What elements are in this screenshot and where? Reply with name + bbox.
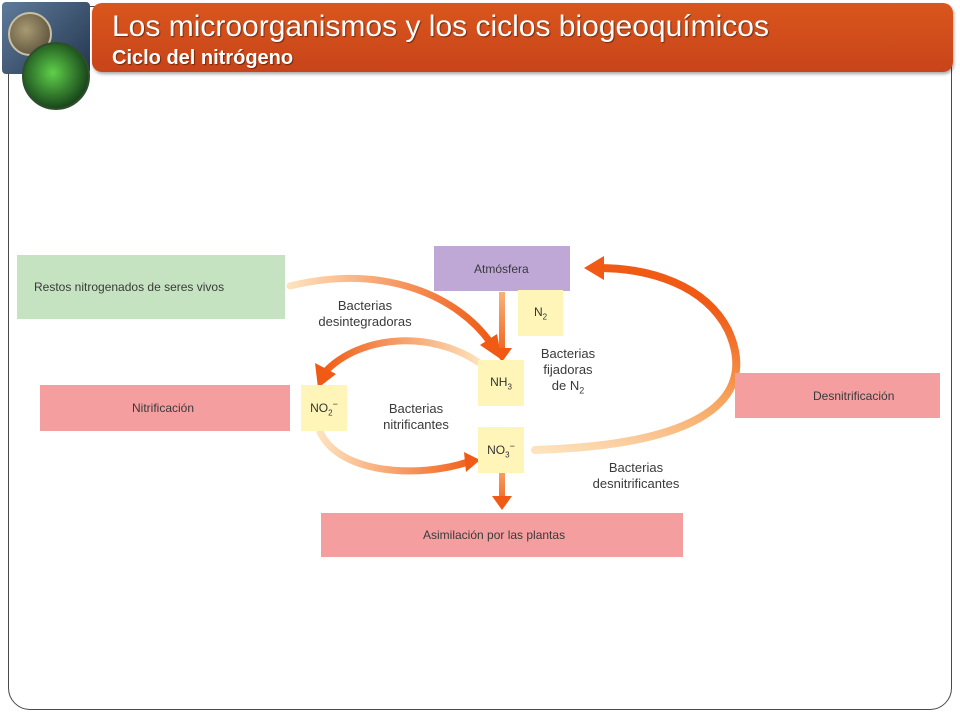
arrow-nitrificantes-bottom bbox=[316, 428, 472, 475]
node-asimilacion: Asimilación por las plantas bbox=[321, 513, 683, 557]
slide-frame bbox=[8, 6, 952, 710]
slide-subtitle: Ciclo del nitrógeno bbox=[112, 47, 294, 69]
arrow-desnitrificantes bbox=[531, 264, 741, 454]
node-nitrificacion-label: Nitrificación bbox=[132, 401, 195, 415]
arrow-desintegradoras bbox=[286, 275, 494, 346]
label-bacterias-fijadoras: Bacterias fijadoras de N2 bbox=[540, 346, 596, 396]
logo-image bbox=[2, 2, 90, 110]
slide-title: Los microorganismos y los ciclos biogeoq… bbox=[112, 10, 769, 43]
node-atmosfera: Atmósfera bbox=[434, 246, 570, 291]
arrow-fijadoras bbox=[499, 292, 505, 350]
label-bacterias-nitrificantes: Bacterias nitrificantes bbox=[383, 401, 449, 432]
chem-n2-label: N2 bbox=[533, 304, 548, 322]
title-bar bbox=[92, 3, 953, 72]
chem-no3-label: NO3− bbox=[487, 440, 515, 460]
chem-n2: N2 bbox=[518, 290, 563, 336]
node-restos: Restos nitrogenados de seres vivos bbox=[17, 255, 285, 319]
node-restos-label: Restos nitrogenados de seres vivos bbox=[34, 280, 225, 294]
node-asimilacion-label: Asimilación por las plantas bbox=[423, 528, 566, 542]
chem-no2: NO2− bbox=[301, 385, 347, 431]
node-atmosfera-label: Atmósfera bbox=[474, 261, 529, 276]
arrow-nitrificantes-top bbox=[321, 337, 482, 376]
chem-no3: NO3− bbox=[478, 427, 524, 473]
node-desnitrificacion-label: Desnitrificación bbox=[813, 388, 895, 403]
label-bacterias-desnitrificantes: Bacterias desnitrificantes bbox=[592, 460, 680, 491]
chem-nh3-label: NH3 bbox=[490, 374, 512, 392]
chem-no2-label: NO2− bbox=[310, 398, 338, 418]
arrowhead-fijadoras bbox=[492, 348, 512, 362]
arrow-asimilacion bbox=[499, 462, 505, 498]
node-nitrificacion: Nitrificación bbox=[40, 385, 290, 431]
bacteria-icon bbox=[22, 42, 90, 110]
arrowhead-asimilacion bbox=[492, 496, 512, 510]
label-bacterias-desintegradoras: Bacterias desintegradoras bbox=[318, 298, 412, 329]
arrowhead-nitrificantes-bottom bbox=[464, 452, 480, 472]
arrowhead-desnitrificantes bbox=[584, 256, 604, 280]
arrowhead-nitrificantes-top bbox=[315, 363, 336, 388]
chem-nh3: NH3 bbox=[478, 360, 524, 406]
node-desnitrificacion: Desnitrificación bbox=[735, 373, 940, 418]
